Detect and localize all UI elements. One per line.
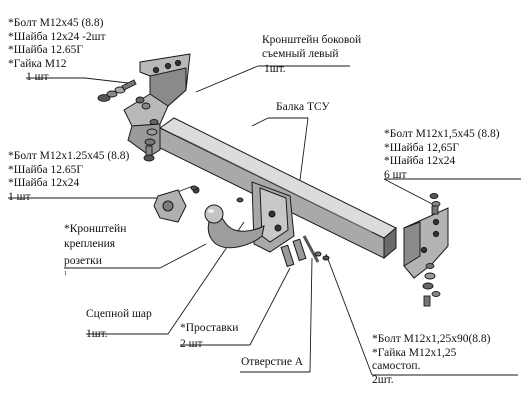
- bolt-stack-left: [143, 119, 159, 162]
- label-spacers: *Проставки 2 шт: [180, 322, 239, 350]
- label-socket-bracket: *Кронштейн крепления розетки 1: [64, 223, 127, 277]
- right-side-bracket: [403, 207, 449, 279]
- leader-lines: [8, 65, 521, 376]
- label-tow-ball: Сцепной шар 1шт.: [86, 308, 152, 340]
- label-bolt-m12x1-25x90: *Болт М12х1,25х90(8.8) *Гайка М12х1,25 с…: [372, 333, 491, 386]
- label-side-bracket: Кронштейн боковой съемный левый 1шт.: [262, 34, 362, 76]
- label-bolt-m12x1-25x45: *Болт М12х1.25х45 (8.8) *Шайба 12.65Г *Ш…: [8, 150, 130, 203]
- bolt-stack-right-bottom: [422, 263, 441, 307]
- nut-m12: [97, 94, 111, 102]
- small-bolt-center: [190, 185, 244, 203]
- label-bolt-m12x1-5x45: *Болт М12х1,5х45 (8.8) *Шайба 12,65Г *Ша…: [384, 128, 500, 181]
- label-hole-a: Отверстие А: [241, 356, 304, 368]
- tow-ball: [204, 204, 265, 249]
- label-bolt-m12x45: *Болт М12х45 (8.8) *Шайба 12х24 -2шт *Ша…: [8, 17, 106, 84]
- hardware-top-left: [97, 79, 151, 110]
- bolt-stack-right-top: [429, 193, 441, 215]
- spacers: [280, 235, 330, 268]
- socket-bracket: [153, 186, 200, 223]
- label-beam: Балка ТСУ: [276, 101, 330, 113]
